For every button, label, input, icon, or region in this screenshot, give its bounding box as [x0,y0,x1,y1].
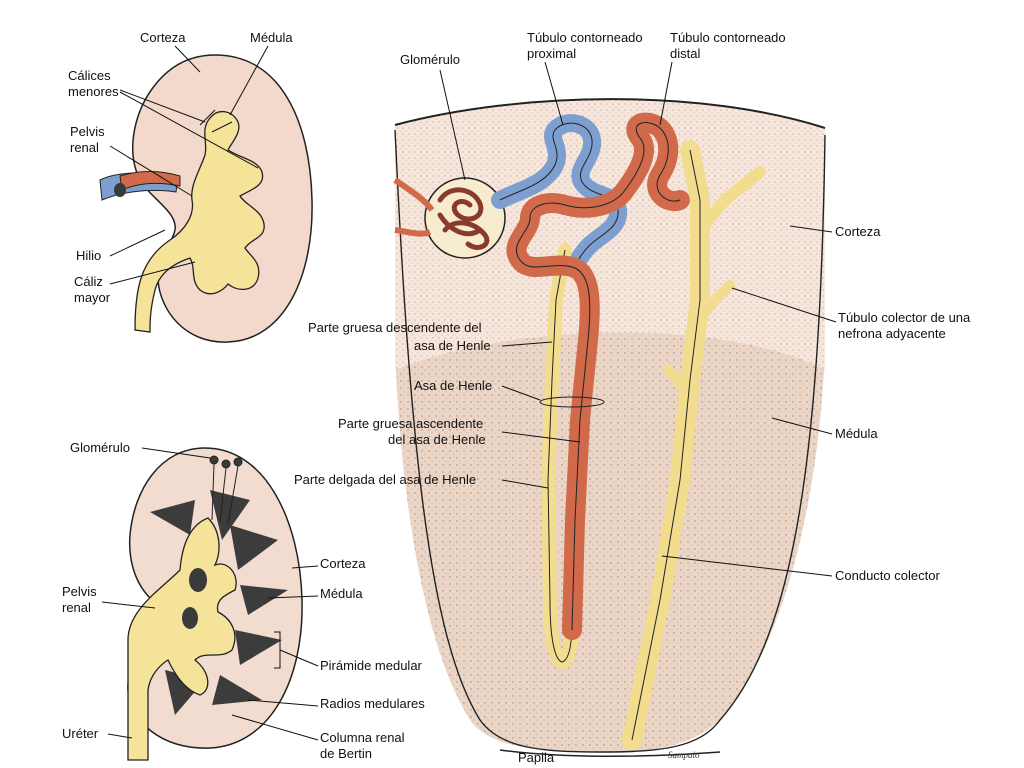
label-neph-corteza: Corteza [835,224,881,239]
label-top-caliz-2: mayor [74,290,111,305]
label-bot-columna-2: de Bertin [320,746,372,761]
label-top-calices-1: Cálices [68,68,111,83]
label-neph-asc-2: del asa de Henle [388,432,486,447]
label-top-hilio: Hilio [76,248,101,263]
label-bot-pelvis-1: Pelvis [62,584,97,599]
nephron-glomerulus-tuft [437,187,490,250]
svg-text:Sampaio: Sampaio [668,750,700,760]
label-neph-distal-1: Túbulo contorneado [670,30,786,45]
label-neph-conducto: Conducto colector [835,568,940,583]
label-bot-medula: Médula [320,586,363,601]
label-top-pelvis-2: renal [70,140,99,155]
label-neph-desc-2: asa de Henle [414,338,491,353]
label-bot-ureter: Uréter [62,726,99,741]
label-top-pelvis-1: Pelvis [70,124,105,139]
label-neph-colector-2: nefrona adyacente [838,326,946,341]
label-bot-radios: Radios medulares [320,696,425,711]
label-neph-desc-1: Parte gruesa descendente del [308,320,482,335]
label-bot-corteza: Corteza [320,556,366,571]
top-kidney [99,54,313,343]
label-top-corteza: Corteza [140,30,186,45]
label-bot-pelvis-2: renal [62,600,91,615]
bottom-kidney-pelvis [127,517,237,761]
label-neph-proximal-1: Túbulo contorneado [527,30,643,45]
label-neph-delgada: Parte delgada del asa de Henle [294,472,476,487]
top-renal-vein [119,171,181,191]
label-top-medula: Médula [250,30,293,45]
bottom-kidney [127,447,303,761]
label-neph-asc-1: Parte gruesa ascendente [338,416,483,431]
bottom-glomeruli [209,455,243,525]
label-neph-medula: Médula [835,426,878,441]
label-top-calices-2: menores [68,84,119,99]
nephron-section: Sampaio [393,98,826,760]
label-neph-proximal-2: proximal [527,46,576,61]
label-top-caliz-1: Cáliz [74,274,103,289]
top-kidney-pelvis [134,111,265,333]
label-bot-glomerulo: Glomérulo [70,440,130,455]
label-neph-distal-2: distal [670,46,700,61]
label-neph-colector-1: Túbulo colector de una [838,310,971,325]
bottom-medullary-pyramids [150,490,288,715]
label-bot-piramide: Pirámide medular [320,658,423,673]
label-neph-asa: Asa de Henle [414,378,492,393]
label-neph-glomerulo: Glomérulo [400,52,460,67]
label-bot-columna-1: Columna renal [320,730,405,745]
label-neph-papila: Papila [518,750,555,765]
